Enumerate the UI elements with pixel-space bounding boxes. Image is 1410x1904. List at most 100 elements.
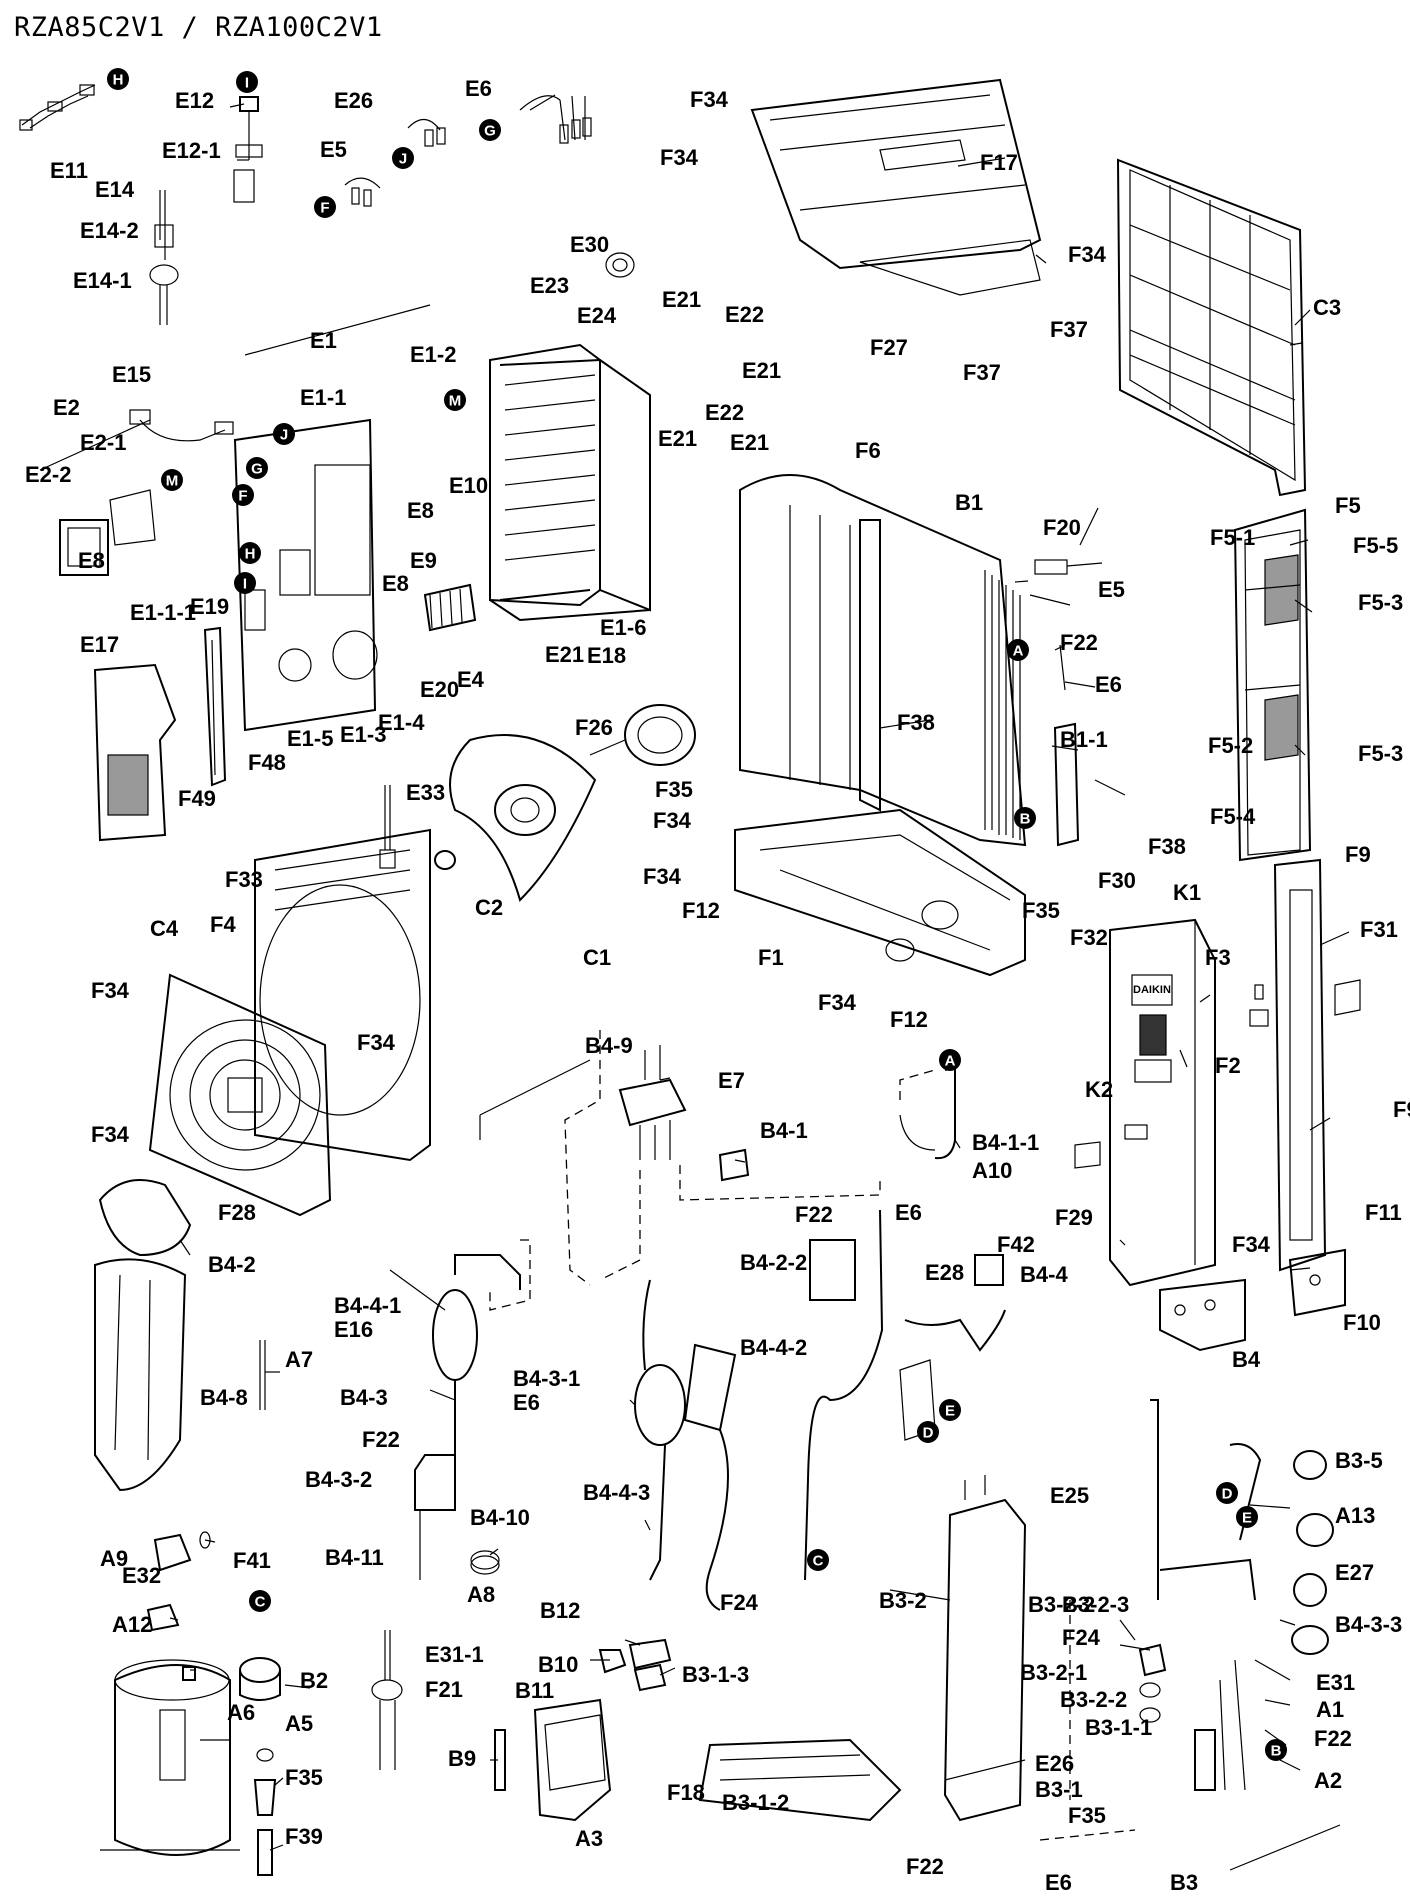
- part-label: E14: [95, 177, 135, 202]
- part-label: F22: [1314, 1726, 1352, 1751]
- marker-m: M: [161, 469, 183, 491]
- part-label: E20: [420, 677, 459, 702]
- part-label: F22: [795, 1202, 833, 1227]
- part-label: E1: [310, 328, 337, 353]
- part-label: B11: [515, 1678, 554, 1703]
- part-label: B4-3: [340, 1385, 388, 1410]
- marker-j: J: [273, 423, 295, 445]
- part-label: F34: [653, 808, 692, 833]
- part-label: E5: [1098, 577, 1125, 602]
- part-label: E2: [53, 395, 80, 420]
- part-label: B10: [538, 1652, 578, 1677]
- part-label: E14-2: [80, 218, 139, 243]
- svg-text:D: D: [1222, 1486, 1233, 1503]
- part-drawings: [19, 78, 1361, 1876]
- part-label: E8: [78, 548, 105, 573]
- part-label: B4-3-2: [305, 1467, 372, 1492]
- svg-text:F: F: [320, 200, 329, 217]
- part-label: F39: [285, 1824, 323, 1849]
- part-label: F9: [1393, 1097, 1410, 1122]
- part-label: F32: [1070, 925, 1108, 950]
- part-label: A12: [112, 1612, 152, 1637]
- part-label: B3-1-1: [1085, 1715, 1152, 1740]
- part-label: E19: [190, 594, 229, 619]
- part-label: E26: [1035, 1751, 1074, 1776]
- svg-text:I: I: [243, 576, 247, 593]
- part-label: F41: [233, 1548, 271, 1573]
- part-label: E1-4: [378, 710, 425, 735]
- part-label: E14-1: [73, 268, 132, 293]
- part-label: E21: [545, 642, 584, 667]
- part-label: E21: [730, 430, 769, 455]
- part-label: F27: [870, 335, 908, 360]
- part-label: F2: [1215, 1053, 1241, 1078]
- marker-e: E: [939, 1399, 961, 1421]
- svg-text:J: J: [280, 427, 288, 444]
- part-label: E15: [112, 362, 151, 387]
- svg-text:D: D: [923, 1425, 934, 1442]
- part-label: F34: [818, 990, 857, 1015]
- part-label: B4-4-2: [740, 1335, 807, 1360]
- part-label: F34: [690, 87, 729, 112]
- marker-i: I: [236, 71, 258, 93]
- part-label: E21: [658, 426, 697, 451]
- part-label: A6: [227, 1700, 255, 1725]
- svg-text:G: G: [251, 461, 263, 478]
- part-label: F6: [855, 438, 881, 463]
- part-label: B4-2: [208, 1252, 256, 1277]
- part-label: E32: [122, 1563, 161, 1588]
- part-label: B3-2-3: [1062, 1592, 1129, 1617]
- marker-f: F: [314, 196, 336, 218]
- part-label: F10: [1343, 1310, 1381, 1335]
- part-label: E6: [1045, 1870, 1072, 1895]
- marker-a: A: [1007, 639, 1029, 661]
- part-label: E1-1: [300, 385, 346, 410]
- part-label: B3-2-2: [1028, 1592, 1095, 1617]
- group-lines: [39, 304, 1341, 1871]
- svg-text:H: H: [245, 546, 256, 563]
- part-label: F26: [575, 715, 613, 740]
- part-label: E11: [50, 158, 88, 183]
- part-label: A1: [1316, 1697, 1344, 1722]
- part-label: F30: [1098, 868, 1136, 893]
- part-label: B3-2-1: [1020, 1660, 1087, 1685]
- part-label: F9: [1345, 842, 1371, 867]
- part-label: E33: [406, 780, 445, 805]
- svg-text:G: G: [484, 123, 496, 140]
- part-label: C4: [150, 916, 179, 941]
- part-label: F28: [218, 1200, 256, 1225]
- part-label: F3: [1205, 945, 1231, 970]
- part-label: F5-1: [1210, 525, 1255, 550]
- part-label: E8: [382, 571, 409, 596]
- part-label: B3-1-2: [722, 1790, 789, 1815]
- svg-text:I: I: [245, 75, 249, 92]
- part-label: E6: [513, 1390, 540, 1415]
- part-label: A7: [285, 1347, 313, 1372]
- part-label: F42: [997, 1232, 1035, 1257]
- part-label: F29: [1055, 1205, 1093, 1230]
- part-label: C2: [475, 895, 503, 920]
- part-label: F21: [425, 1677, 463, 1702]
- svg-text:C: C: [255, 1594, 266, 1611]
- part-label: B4-4-3: [583, 1480, 650, 1505]
- part-label: A2: [1314, 1768, 1342, 1793]
- part-label: F5-5: [1353, 533, 1398, 558]
- part-label: E12: [175, 88, 214, 113]
- part-label: B3-1-3: [682, 1662, 749, 1687]
- part-label: E2-2: [25, 462, 71, 487]
- part-label: F18: [667, 1780, 705, 1805]
- part-label: B4-4-1: [334, 1293, 401, 1318]
- svg-text:E: E: [1242, 1510, 1252, 1527]
- part-label: F4: [210, 912, 236, 937]
- part-label: B3-2-2: [1060, 1687, 1127, 1712]
- part-label: K2: [1085, 1077, 1113, 1102]
- part-label: B4-3-1: [513, 1366, 580, 1391]
- marker-g: G: [479, 119, 501, 141]
- part-label: E22: [725, 302, 764, 327]
- part-label: F12: [682, 898, 720, 923]
- part-label: B1-1: [1060, 727, 1108, 752]
- part-label: B4-11: [325, 1545, 384, 1570]
- marker-a: A: [939, 1049, 961, 1071]
